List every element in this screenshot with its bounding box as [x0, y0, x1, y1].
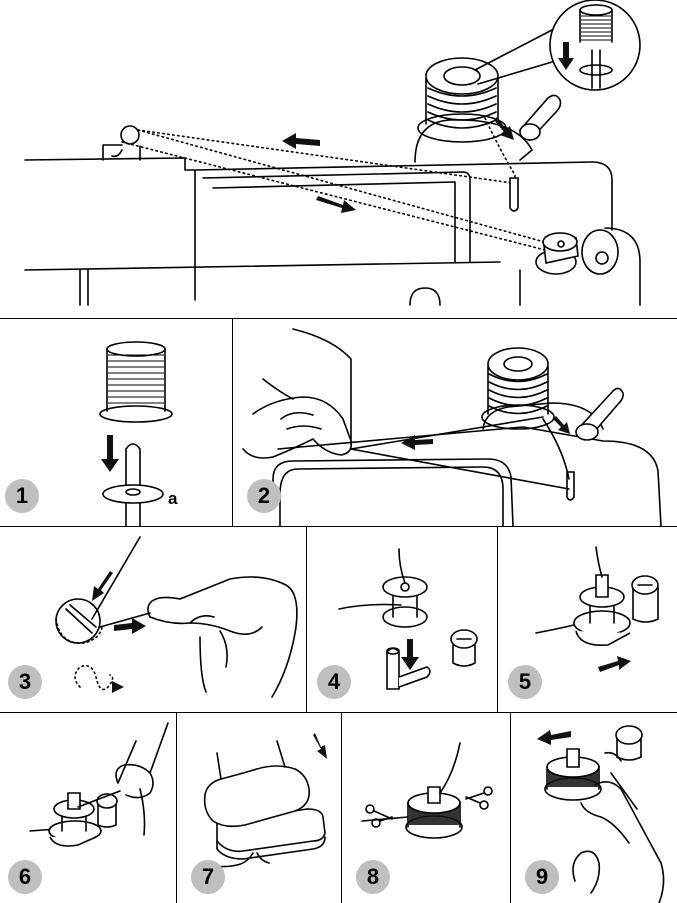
arrow-icon	[114, 618, 146, 634]
arrow-icon	[92, 571, 113, 601]
step-number-badge: 5	[508, 665, 542, 699]
arrow-icon	[313, 733, 327, 759]
arrow-icon	[553, 416, 570, 434]
step-number-badge: 4	[317, 665, 351, 699]
arrow-icon	[101, 435, 119, 472]
arrow-icon	[401, 639, 419, 670]
step-number-badge: 3	[8, 665, 42, 699]
step-5-panel: 5	[498, 527, 677, 712]
arrow-icon	[316, 196, 356, 213]
step-2-panel: 2	[233, 319, 677, 526]
arrow-icon	[537, 730, 571, 745]
step-number-badge: 7	[191, 860, 225, 894]
arrow-icon	[112, 681, 124, 693]
step-3-panel: 3	[0, 527, 306, 712]
step-6-panel: 6	[0, 713, 176, 903]
step-number-badge: 9	[525, 860, 559, 894]
step-number-badge: 6	[8, 860, 42, 894]
step-4-panel: 4	[307, 527, 497, 712]
scissors-icon	[466, 787, 492, 809]
arrow-icon	[282, 133, 320, 149]
bobbin-icon	[383, 577, 427, 597]
step-8-panel: 8	[342, 713, 510, 903]
step-9-panel: 9	[511, 713, 677, 903]
spool-pin-label: a	[168, 489, 177, 509]
bobbin-winder-icon	[616, 726, 642, 744]
step-7-panel: 7	[177, 713, 341, 903]
step-number-badge: 2	[247, 479, 281, 513]
machine-overview	[0, 0, 677, 310]
hand-icon	[116, 723, 168, 798]
scissors-icon	[366, 805, 392, 827]
arrow-icon	[598, 656, 631, 672]
step-number-badge: 8	[356, 860, 390, 894]
hand-icon	[243, 397, 351, 458]
step-number-badge: 1	[5, 479, 39, 513]
step-1-panel: a 1	[0, 319, 232, 526]
